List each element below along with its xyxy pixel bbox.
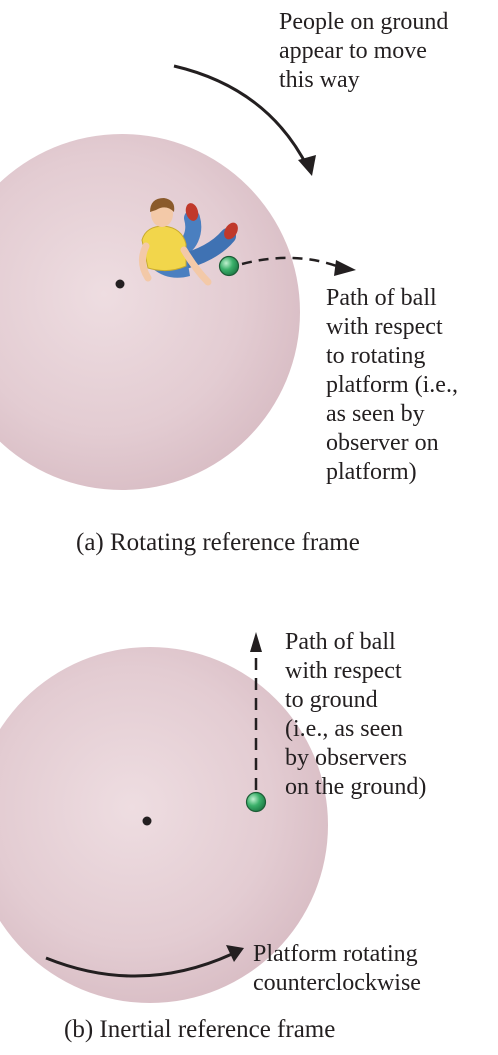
ball-path-rotating (241, 256, 343, 270)
rotation-arrow-head (226, 945, 244, 962)
panel-a: People on ground appear to move this way… (0, 9, 464, 556)
platform-center (115, 279, 125, 289)
ball-path-label-line: as seen by (326, 401, 425, 427)
ball-path-label-line: Path of ball (285, 629, 396, 655)
rotation-label-line: Platform rotating (253, 941, 418, 967)
ball-path-label-line: by observers (285, 745, 407, 771)
rotation-label-line: counterclockwise (253, 970, 421, 996)
ball-path-label-line: platform (i.e., (326, 372, 458, 398)
ball-path-label-line: observer on (326, 430, 439, 456)
ball-path-label-line: to ground (285, 687, 378, 713)
ball-path-rotating-head (334, 260, 356, 276)
ball-path-label-a: Path of ball with respect to rotating pl… (326, 285, 464, 485)
ground-motion-label: People on ground appear to move this way (279, 9, 454, 93)
person-on-platform (139, 198, 238, 286)
caption-b: (b) Inertial reference frame (64, 1016, 335, 1043)
platform-center-b (142, 816, 152, 826)
ground-label-line: this way (279, 67, 360, 93)
ground-motion-arrow-head (298, 155, 316, 176)
ball-b (245, 791, 267, 813)
ball-a (218, 255, 240, 277)
ground-motion-arrow (173, 64, 310, 169)
ball-path-straight-head (250, 632, 262, 652)
ball-path-label-line: with respect (285, 658, 402, 684)
ball-path-label-line: with respect (326, 314, 443, 340)
rotation-label: Platform rotating counterclockwise (253, 941, 424, 996)
inertial-platform (0, 647, 328, 1003)
ball-path-label-line: on the ground) (285, 774, 426, 800)
ball-path-label-line: to rotating (326, 343, 425, 369)
ball-path-label-line: platform) (326, 459, 417, 485)
rotating-platform (0, 134, 300, 490)
ground-label-line: appear to move (279, 38, 427, 64)
rotation-arrow (45, 952, 233, 978)
caption-a: (a) Rotating reference frame (76, 529, 360, 556)
ball-path-label-b: Path of ball with respect to ground (i.e… (285, 629, 426, 800)
ground-label-line: People on ground (279, 9, 448, 35)
ball-path-label-line: Path of ball (326, 285, 437, 311)
panel-b: Path of ball with respect to ground (i.e… (0, 629, 426, 1043)
ball-path-label-line: (i.e., as seen (285, 716, 403, 742)
